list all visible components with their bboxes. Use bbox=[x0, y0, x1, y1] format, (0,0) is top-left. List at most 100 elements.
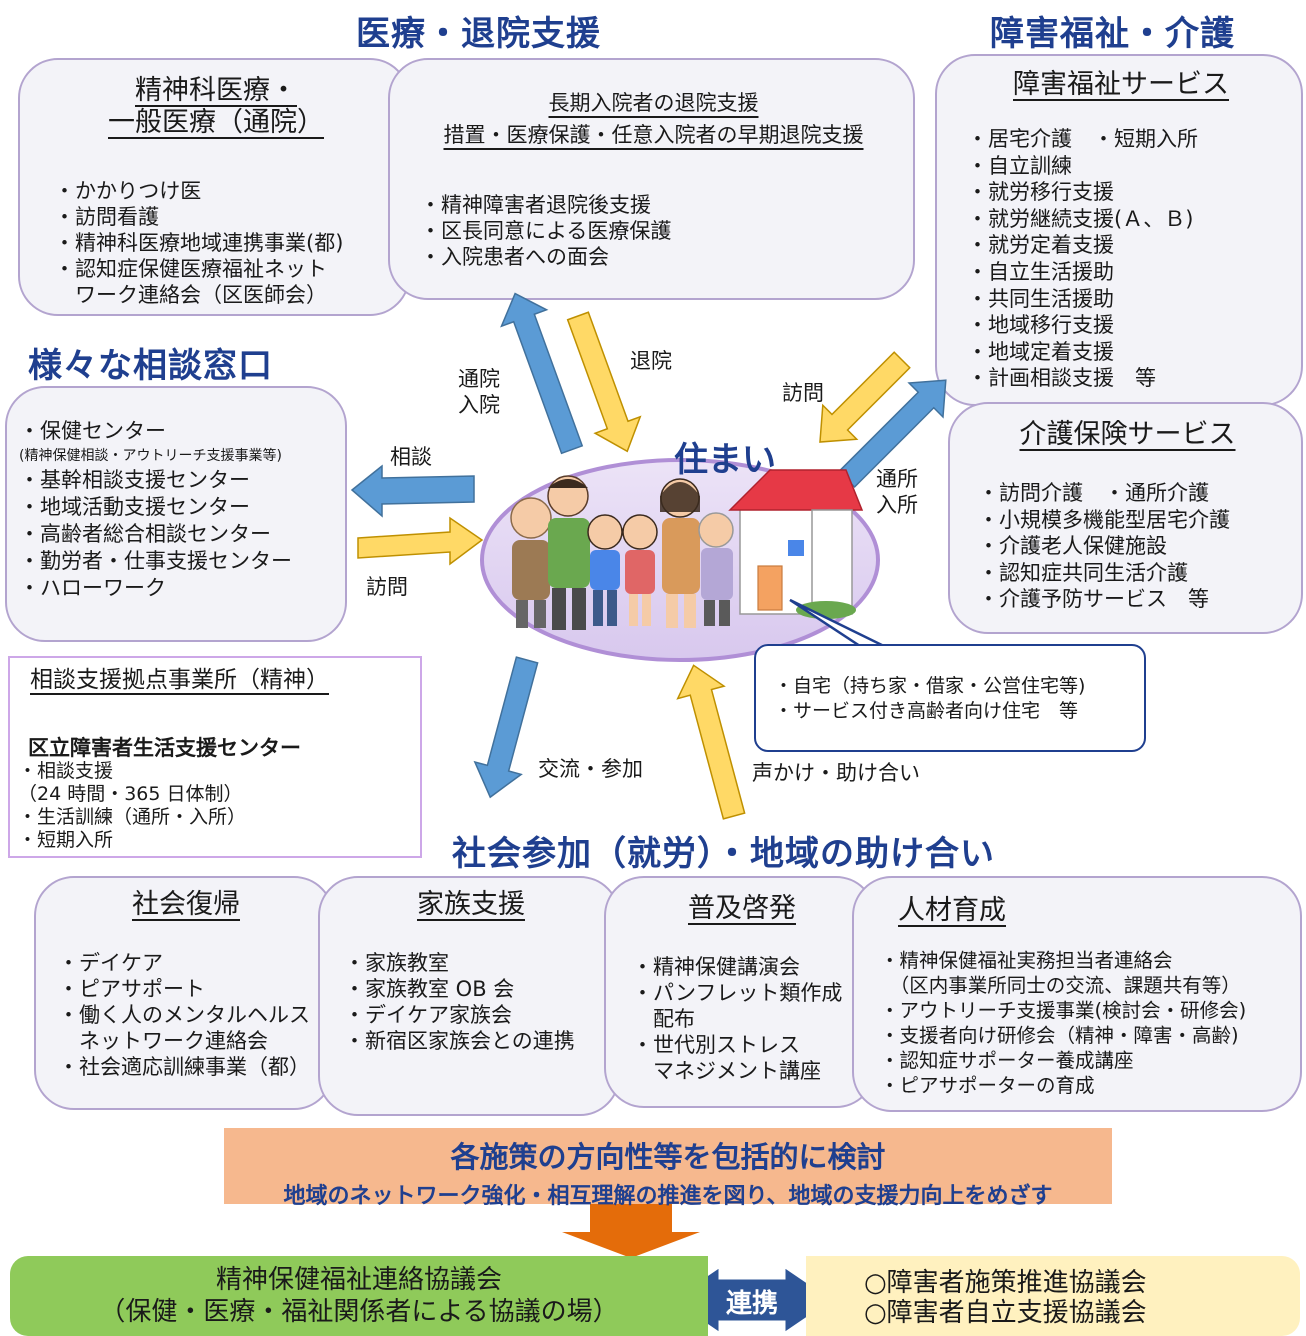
list-item: ・精神保健講演会 bbox=[632, 955, 800, 979]
list-item: ・認知症共同生活介護 bbox=[978, 560, 1188, 585]
label-visit-welfare: 訪問 bbox=[782, 381, 824, 405]
list-item: ・地域定着支援 bbox=[967, 339, 1114, 364]
awareness-list: ・精神保健講演会 ・パンフレット類作成 配布 ・世代別ストレス マネジメント講座 bbox=[632, 954, 842, 1084]
box-rehabilitation: 社会復帰 ・デイケア ・ピアサポート ・働く人のメンタルヘルス ネットワーク連絡… bbox=[34, 876, 334, 1110]
base-list: ・相談支援 （24 時間・365 日体制） ・生活訓練（通所・入所） ・短期入所 bbox=[18, 760, 246, 852]
list-item: ・パンフレット類作成 bbox=[632, 981, 843, 1005]
psychiatric-list: ・かかりつけ医 ・訪問看護 ・精神科医療地域連携事業(都) ・認知症保健医療福祉… bbox=[54, 178, 343, 308]
arrow-discharge bbox=[566, 311, 642, 453]
list-item: ・介護予防サービス 等 bbox=[978, 587, 1209, 612]
list-item: ・社会適応訓練事業（都） bbox=[58, 1055, 310, 1079]
label-consult: 相談 bbox=[390, 445, 432, 469]
base-subtitle: 区立障害者生活支援センター bbox=[28, 736, 301, 760]
list-item: ・世代別ストレス bbox=[632, 1033, 800, 1057]
list-item: （区内事業所同士の交流、課題共有等） bbox=[880, 974, 1241, 997]
list-item: ・計画相談支援 等 bbox=[967, 366, 1156, 391]
box-discharge-support: 長期入院者の退院支援 措置・医療保護・任意入院者の早期退院支援 ・精神障害者退院… bbox=[388, 58, 915, 300]
list-item: ・生活訓練（通所・入所） bbox=[18, 806, 247, 828]
family-illustration bbox=[510, 469, 864, 630]
heading-welfare: 障害福祉・介護 bbox=[990, 14, 1235, 54]
list-item: ・支援者向け研修会（精神・障害・高齢) bbox=[880, 1024, 1239, 1047]
list-item: ワーク連絡会（区医師会） bbox=[54, 283, 327, 307]
box-disability-welfare: 障害福祉サービス ・居宅介護 ・短期入所 ・自立訓練 ・就労移行支援 ・就労継続… bbox=[935, 54, 1303, 406]
list-item: ・自立訓練 bbox=[967, 153, 1072, 178]
list-item: ・精神科医療地域連携事業(都) bbox=[54, 231, 344, 255]
list-item: ・共同生活援助 bbox=[967, 286, 1114, 311]
family-title: 家族支援 bbox=[417, 889, 525, 920]
label-outpatient: 通院 入院 bbox=[458, 367, 500, 417]
list-item: ・デイケア bbox=[58, 951, 163, 975]
list-item: ・働く人のメンタルヘルス bbox=[58, 1003, 310, 1027]
arrow-visit-welfare bbox=[819, 351, 911, 443]
banner-main-text: 各施策の方向性等を包括的に検討 bbox=[450, 1140, 886, 1174]
list-item: （24 時間・365 日体制） bbox=[18, 783, 243, 805]
list-item: ・地域活動支援センター bbox=[19, 495, 250, 519]
list-item: ・介護老人保健施設 bbox=[978, 534, 1167, 559]
heading-medical: 医療・退院支援 bbox=[356, 14, 601, 54]
list-item: ・訪問看護 bbox=[54, 205, 159, 229]
list-item-note: (精神保健相談・アウトリーチ支援事業等) bbox=[19, 448, 282, 464]
heading-consult: 様々な相談窓口 bbox=[28, 346, 273, 386]
discharge-title-2: 措置・医療保護・任意入院者の早期退院支援 bbox=[443, 123, 864, 147]
council-name: 精神保健福祉連絡協議会 bbox=[215, 1265, 502, 1295]
list-item: ・居宅介護 ・短期入所 bbox=[967, 127, 1198, 151]
housing-list: ・自宅（持ち家・借家・公営住宅等) ・サービス付き高齢者向け住宅 等 bbox=[774, 674, 1085, 724]
list-item: マネジメント講座 bbox=[632, 1059, 821, 1083]
box-human-resources: 人材育成 ・精神保健福祉実務担当者連絡会 （区内事業所同士の交流、課題共有等） … bbox=[852, 876, 1302, 1112]
other-councils: ○障害者施策推進協議会 ○障害者自立支援協議会 bbox=[806, 1256, 1300, 1336]
box-awareness: 普及啓発 ・精神保健講演会 ・パンフレット類作成 配布 ・世代別ストレス マネジ… bbox=[604, 876, 876, 1108]
center-title: 住まい bbox=[674, 440, 776, 480]
policy-banner: 各施策の方向性等を包括的に検討 地域のネットワーク強化・相互理解の推進を図り、地… bbox=[224, 1128, 1112, 1209]
other-council-2: ○障害者自立支援協議会 bbox=[864, 1298, 1147, 1328]
list-item: 配布 bbox=[632, 1007, 695, 1031]
label-discharge: 退院 bbox=[630, 349, 672, 373]
list-item: ・就労定着支援 bbox=[967, 233, 1114, 258]
discharge-list: ・精神障害者退院後支援 ・区長同意による医療保護 ・入院患者への面会 bbox=[420, 192, 671, 270]
care-list: ・訪問介護 ・通所介護 ・小規模多機能型居宅介護 ・介護老人保健施設 ・認知症共… bbox=[978, 480, 1230, 613]
list-item: ・認知症保健医療福祉ネット bbox=[54, 257, 327, 281]
list-item: ・自宅（持ち家・借家・公営住宅等) bbox=[774, 675, 1086, 697]
list-item: ・精神保健福祉実務担当者連絡会 bbox=[880, 949, 1173, 972]
rehab-list: ・デイケア ・ピアサポート ・働く人のメンタルヘルス ネットワーク連絡会 ・社会… bbox=[58, 950, 310, 1080]
label-exchange: 交流・参加 bbox=[538, 757, 643, 781]
arrow-mutual bbox=[676, 664, 746, 820]
base-title: 相談支援拠点事業所（精神） bbox=[30, 667, 329, 693]
council-description: （保健・医療・福祉関係者による協議の場） bbox=[99, 1297, 619, 1327]
list-item: ・デイケア家族会 bbox=[344, 1003, 512, 1027]
list-item: ・保健センター bbox=[19, 419, 166, 443]
list-item: ・かかりつけ医 bbox=[54, 179, 202, 203]
list-item: ・自立生活援助 bbox=[967, 259, 1114, 284]
list-item: ・勤労者・仕事支援センター bbox=[19, 549, 292, 573]
list-item: ネットワーク連絡会 bbox=[58, 1029, 268, 1053]
list-item: ・サービス付き高齢者向け住宅 等 bbox=[774, 700, 1079, 722]
box-care-insurance: 介護保険サービス ・訪問介護 ・通所介護 ・小規模多機能型居宅介護 ・介護老人保… bbox=[948, 402, 1303, 634]
list-item: ・ピアサポーターの育成 bbox=[880, 1074, 1095, 1097]
list-item: ・ピアサポート bbox=[58, 977, 205, 1001]
arrow-consult bbox=[350, 464, 475, 518]
list-item: ・ハローワーク bbox=[19, 576, 166, 600]
psychiatric-title-1: 精神科医療・ bbox=[135, 75, 297, 106]
disability-title: 障害福祉サービス bbox=[1013, 69, 1229, 100]
rehab-title: 社会復帰 bbox=[132, 889, 240, 920]
label-visit-consult: 訪問 bbox=[366, 575, 408, 599]
link-label: 連携 bbox=[725, 1289, 778, 1319]
list-item: ・小規模多機能型居宅介護 bbox=[978, 507, 1230, 532]
training-list: ・精神保健福祉実務担当者連絡会 （区内事業所同士の交流、課題共有等） ・アウトリ… bbox=[880, 948, 1246, 1098]
discharge-title-1: 長期入院者の退院支援 bbox=[548, 91, 759, 115]
list-item: ・入院患者への面会 bbox=[420, 245, 609, 269]
list-item: ・新宿区家族会との連携 bbox=[344, 1029, 575, 1053]
arrow-exchange bbox=[473, 656, 539, 799]
label-day-service: 通所 入所 bbox=[876, 467, 918, 517]
list-item: ・アウトリーチ支援事業(検討会・研修会) bbox=[880, 999, 1247, 1022]
housing-bubble: ・自宅（持ち家・借家・公営住宅等) ・サービス付き高齢者向け住宅 等 bbox=[754, 644, 1146, 752]
mental-health-council: 精神保健福祉連絡協議会 （保健・医療・福祉関係者による協議の場） bbox=[10, 1256, 708, 1336]
list-item: ・地域移行支援 bbox=[967, 313, 1114, 338]
list-item: ・高齢者総合相談センター bbox=[19, 522, 271, 546]
arrow-outpatient bbox=[500, 292, 584, 455]
list-item: ・基幹相談支援センター bbox=[19, 468, 250, 492]
psychiatric-title-2: 一般医療（通院） bbox=[108, 107, 324, 138]
list-item: ・家族教室 OB 会 bbox=[344, 977, 515, 1001]
box-consultation-windows: ・保健センター (精神保健相談・アウトリーチ支援事業等) ・基幹相談支援センター… bbox=[5, 386, 347, 642]
awareness-title: 普及啓発 bbox=[688, 893, 796, 924]
